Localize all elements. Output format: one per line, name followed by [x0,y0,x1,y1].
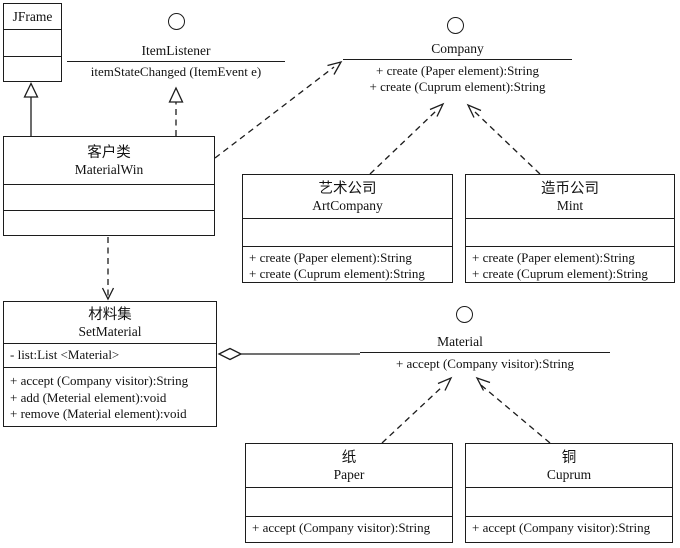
itemlistener-interface-name: ItemListener [141,43,211,58]
class-artcompany-name-en: ArtCompany [312,197,383,213]
class-cuprum-methods: + accept (Company visitor):String [466,516,672,541]
class-cuprum-attributes [466,487,672,516]
dependency-materialwin-setmaterial [101,237,115,301]
class-materialwin: 客户类 MaterialWin [3,136,215,236]
class-mint-attributes [466,218,674,246]
company-methods: + create (Paper element):String + create… [343,63,572,94]
method: + accept (Company visitor):String [10,373,189,388]
class-cuprum: 铜 Cuprum + accept (Company visitor):Stri… [465,443,673,543]
class-artcompany: 艺术公司 ArtCompany + create (Paper element)… [242,174,453,283]
aggregation-setmaterial-material [217,347,360,361]
class-artcompany-attributes [243,218,452,246]
method: + create (Paper element):String [249,250,412,265]
class-setmaterial-name-en: SetMaterial [78,323,142,339]
material-interface-name: Material [437,334,483,349]
class-paper-name-cn: 纸 [341,449,357,466]
class-paper-methods: + accept (Company visitor):String [246,516,452,541]
class-mint-name-cn: 造币公司 [541,180,599,197]
company-interface-name: Company [431,41,484,56]
method: + create (Paper element):String [472,250,635,265]
class-setmaterial: 材料集 SetMaterial - list:List <Material> +… [3,301,217,427]
realization-cuprum-material [475,376,551,444]
itemlistener-interface-icon [168,13,185,30]
itemlistener-method: itemStateChanged (ItemEvent e) [90,64,262,79]
company-method-1: + create (Paper element):String [376,63,539,78]
class-artcompany-methods: + create (Paper element):String + create… [243,246,452,281]
material-underline [360,352,610,353]
class-jframe-name: JFrame [12,8,53,24]
class-setmaterial-methods: + accept (Company visitor):String + add … [4,367,216,425]
method: + accept (Company visitor):String [252,520,431,535]
class-mint-name-en: Mint [556,197,584,213]
realization-paper-material [381,376,453,444]
realization-mint-company [466,103,541,175]
method: + remove (Material element):void [10,406,187,421]
class-materialwin-name-cn: 客户类 [87,144,131,161]
attribute: - list:List <Material> [10,347,120,362]
company-underline [343,59,572,60]
class-setmaterial-name-cn: 材料集 [88,306,132,323]
material-interface-icon [456,306,473,323]
class-materialwin-attributes [4,184,214,210]
class-jframe-attributes [4,29,61,56]
class-jframe-methods [4,56,61,80]
class-paper-name-en: Paper [333,466,365,482]
company-interface-icon [447,17,464,34]
generalization-materialwin-jframe [23,82,39,136]
class-materialwin-name-en: MaterialWin [74,161,144,177]
company-method-2: + create (Cuprum element):String [369,78,546,94]
method: + accept (Company visitor):String [472,520,651,535]
method: + create (Cuprum element):String [249,266,425,281]
class-mint: 造币公司 Mint + create (Paper element):Strin… [465,174,675,283]
material-method: + accept (Company visitor):String [395,356,575,371]
class-setmaterial-attributes: - list:List <Material> [4,343,216,367]
class-paper: 纸 Paper + accept (Company visitor):Strin… [245,443,453,543]
class-artcompany-name-cn: 艺术公司 [318,180,377,197]
itemlistener-underline [67,61,285,62]
method: + create (Cuprum element):String [472,266,648,281]
realization-artcompany-company [369,102,445,175]
class-cuprum-name-cn: 铜 [561,449,577,466]
class-paper-attributes [246,487,452,516]
class-cuprum-name-en: Cuprum [546,466,592,482]
class-materialwin-methods [4,210,214,234]
class-jframe: JFrame [3,3,62,82]
class-mint-methods: + create (Paper element):String + create… [466,246,674,281]
method: + add (Meterial element):void [10,389,167,405]
realization-materialwin-itemlistener [168,86,184,136]
